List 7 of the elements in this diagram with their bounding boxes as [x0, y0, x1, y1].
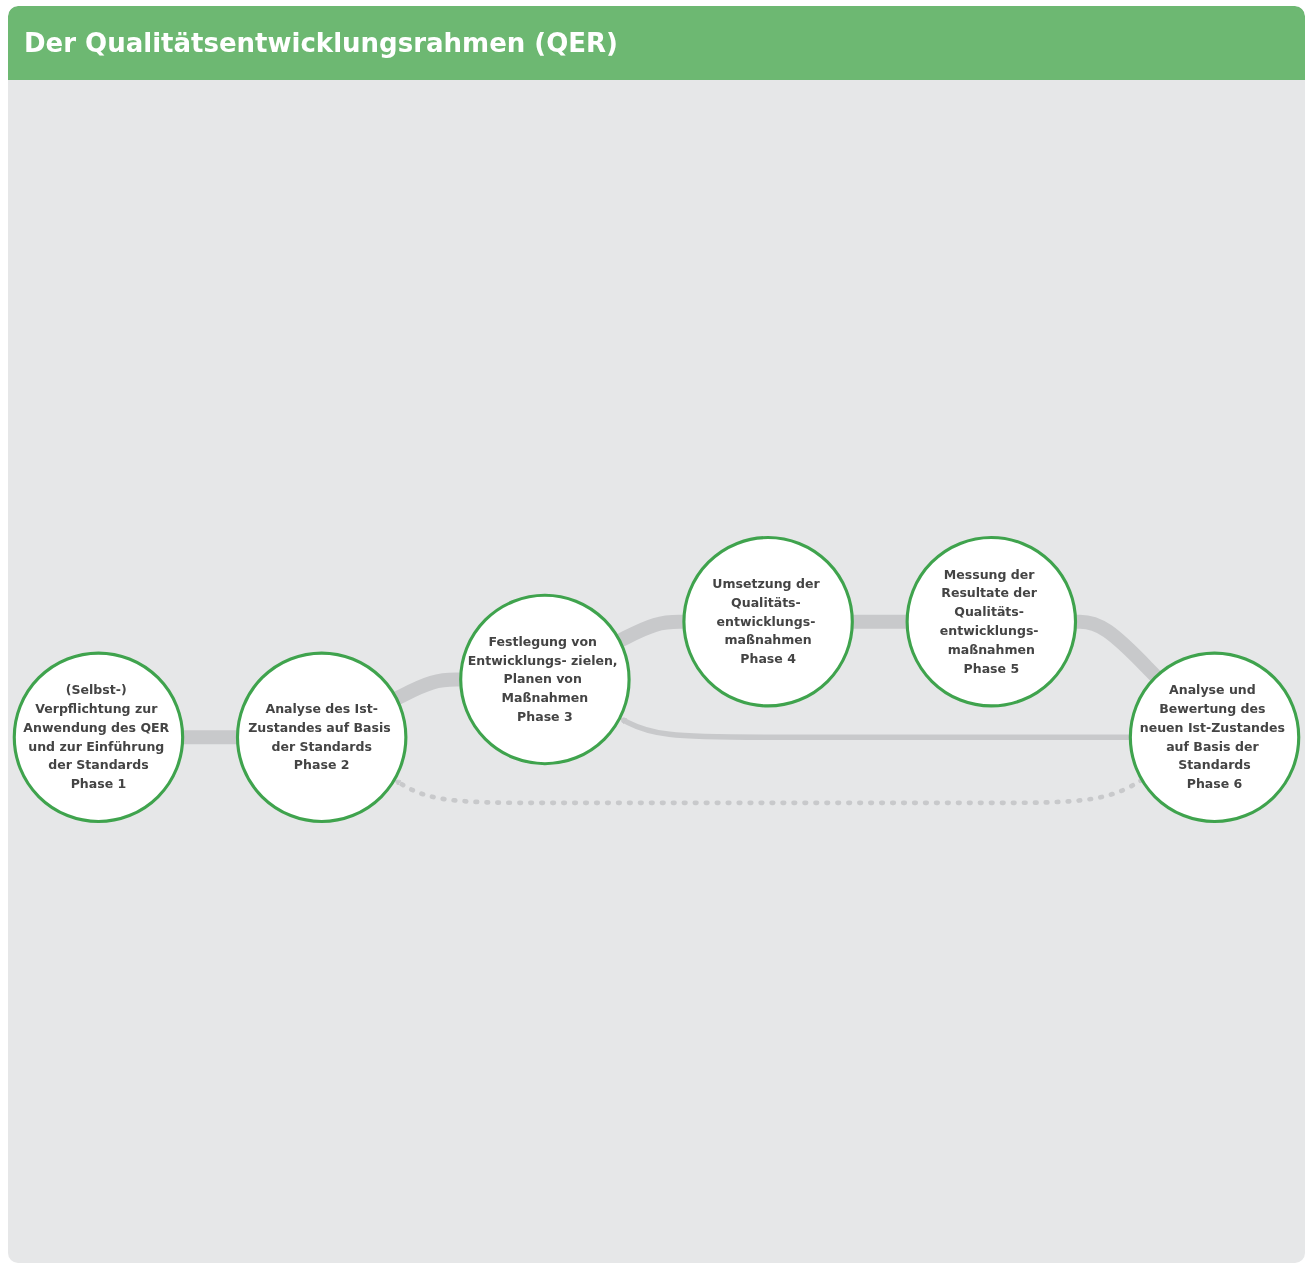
- phase-circle: Umsetzung der Qualitäts- entwicklungs- maßnahmen Phase 4: [682, 535, 854, 708]
- phase-circle: Analyse und Bewertung des neuen Ist-Zustandes auf Basis der Standards Phase 6: [1128, 651, 1301, 824]
- phase-circle: Festlegung von Entwicklungs- zielen, Planen von Maßnahmen Phase 3: [459, 593, 631, 766]
- phase-circle: Messung der Resultate der Qualitäts- entwicklungs- maßnahmen Phase 5: [905, 535, 1078, 708]
- phase-circle: (Selbst-) Verpflichtung zur Anwendung des QER und zur Einführung der Standards Phase 1: [12, 651, 185, 824]
- title-bar: Der Qualitätsentwicklungsrahmen (QER): [8, 6, 1305, 80]
- phase-circle: Analyse des Ist-Zustandes auf Basis der Standards Phase 2: [235, 651, 408, 824]
